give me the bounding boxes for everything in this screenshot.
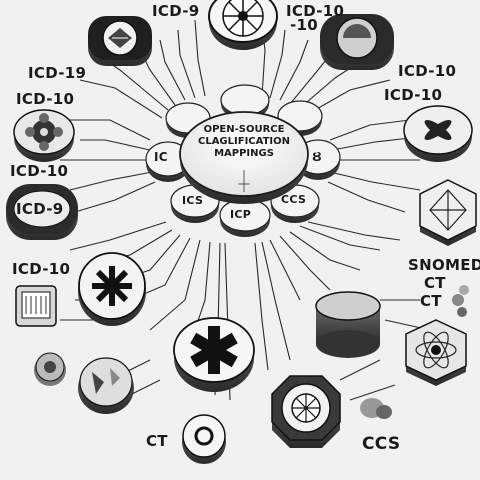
label-left-icd10-3: ICD-10 [10, 162, 69, 180]
label-ct-1: CT [424, 274, 446, 292]
node-bottom-ring [182, 414, 226, 464]
label-left-icd10-4: ICD-10 [12, 260, 71, 278]
label-top-right-icd10: ICD-10 [286, 2, 345, 20]
petal-label-bottom-right: CCS [281, 193, 307, 206]
node-cluster-bottom-right [360, 398, 392, 419]
node-device-left [15, 285, 57, 327]
node-cluster-right [452, 285, 469, 317]
node-medical-star [173, 317, 255, 392]
hub-title-line2: CLAGLIFICATION [197, 136, 291, 147]
hub-title: OPEN-SOURCE CLAGLIFICATION MAPPINGS [186, 124, 302, 160]
label-top-right-10: -10 [290, 16, 318, 34]
node-atom-right [405, 319, 467, 386]
label-snomed: SNOMED [408, 256, 480, 274]
petal-bottom-center [219, 198, 271, 237]
label-left-icd10: ICD-10 [16, 90, 75, 108]
label-ct-bottom: CT [146, 432, 168, 450]
badge-icd9-text: ICD-9 [16, 200, 64, 218]
node-top-left [88, 16, 152, 66]
petal-left [145, 141, 191, 182]
hub-title-line3: MAPPINGS [214, 148, 274, 159]
label-top-left-icd9: ICD-9 [152, 2, 200, 20]
label-left-icd19: ICD-19 [28, 64, 87, 82]
label-ct-2: CT [420, 292, 442, 310]
petal-label-right: Ȣ [312, 150, 323, 164]
node-right-x [403, 105, 473, 162]
node-left-flower [13, 109, 75, 162]
label-ccs-bottom: CCS [362, 434, 401, 454]
label-right-icd10-2: ICD-10 [384, 86, 443, 104]
node-top-right [320, 14, 394, 70]
node-badge-icd9 [6, 184, 78, 240]
node-cylinder-right [315, 291, 381, 358]
petal-label-left: IC [154, 150, 168, 164]
node-top-wheel [208, 0, 278, 50]
node-right-hex [419, 179, 477, 246]
hub-title-line1: OPEN-SOURCE [203, 124, 285, 135]
petal-label-bottom-center: ICP [230, 208, 252, 221]
label-right-icd10-1: ICD-10 [398, 62, 457, 80]
node-sphere-left [78, 357, 134, 414]
node-bottom-wheel [271, 375, 341, 448]
petal-label-bottom-left: ICS [182, 194, 204, 207]
central-hub [179, 111, 309, 204]
node-asterisk-left [78, 252, 146, 326]
node-gear-small [34, 352, 66, 386]
